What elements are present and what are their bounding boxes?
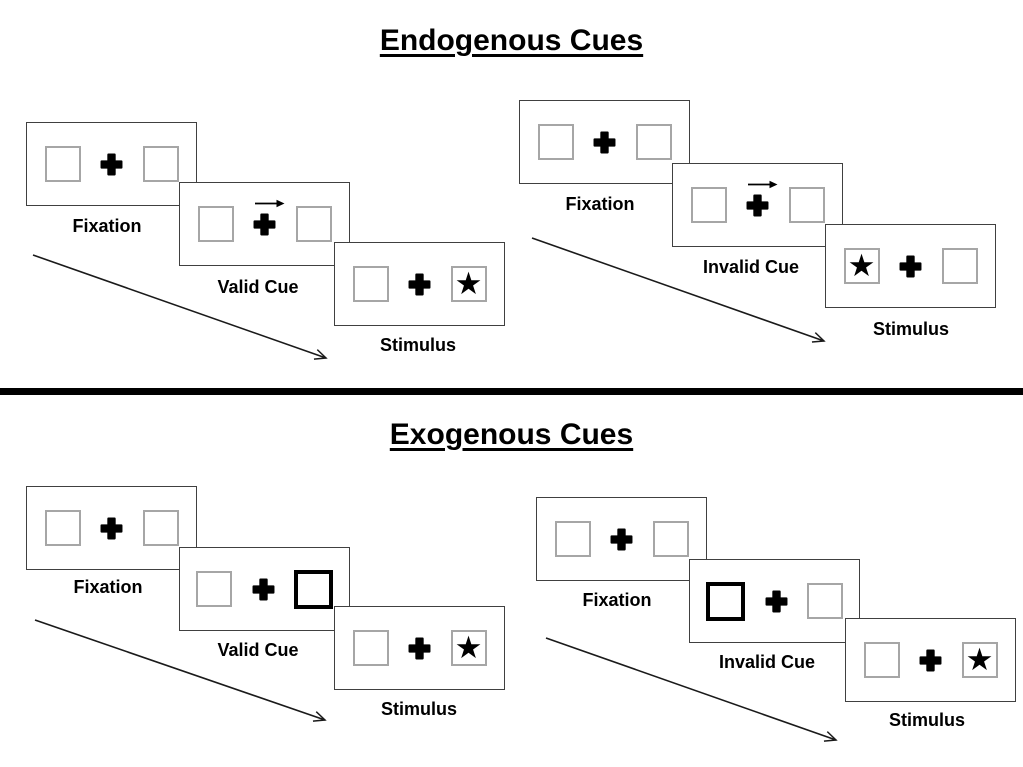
right-box bbox=[142, 510, 179, 546]
fixation-cross-icon bbox=[253, 199, 284, 236]
fixation-cross-icon bbox=[899, 254, 923, 278]
section-divider-line bbox=[0, 388, 1023, 395]
fixation-panel bbox=[26, 486, 197, 570]
exogenous-title-text: Exogenous Cues bbox=[389, 418, 634, 451]
valid-cue-panel bbox=[179, 547, 350, 631]
right-box bbox=[941, 248, 978, 284]
fixation-cross-icon bbox=[408, 636, 432, 660]
right-box bbox=[652, 521, 689, 557]
invalid-cue-label: Invalid Cue bbox=[702, 257, 800, 277]
fixation-cross-icon bbox=[100, 516, 124, 540]
timeline-arrow-endogenous-valid bbox=[32, 254, 328, 360]
fixation-panel bbox=[519, 100, 690, 184]
stimulus-panel: ★ bbox=[845, 618, 1016, 702]
valid-cue-label: Valid Cue bbox=[217, 640, 299, 660]
fixation-cross-icon bbox=[593, 130, 617, 154]
right-box bbox=[142, 146, 179, 182]
left-box bbox=[44, 510, 81, 546]
cue-direction-arrow-icon bbox=[254, 199, 284, 208]
right-box-with-star: ★ bbox=[450, 629, 487, 666]
right-box bbox=[635, 124, 672, 160]
left-box bbox=[352, 630, 389, 666]
right-box-with-star: ★ bbox=[450, 265, 487, 302]
invalid-cue-label: Invalid Cue bbox=[718, 652, 816, 672]
endogenous-title-text: Endogenous Cues bbox=[379, 24, 644, 57]
right-box bbox=[807, 583, 843, 619]
right-box-highlighted-cue bbox=[294, 569, 333, 609]
fixation-cross-icon bbox=[610, 527, 634, 551]
star-stimulus: ★ bbox=[847, 247, 876, 283]
star-stimulus: ★ bbox=[454, 265, 483, 301]
valid-cue-panel bbox=[179, 182, 350, 266]
right-box bbox=[295, 206, 332, 242]
fixation-cross-icon bbox=[919, 648, 943, 672]
exogenous-section-title: Exogenous Cues bbox=[0, 418, 1023, 452]
fixation-cross-icon bbox=[408, 272, 432, 296]
star-stimulus: ★ bbox=[965, 641, 994, 677]
fixation-label: Fixation bbox=[73, 577, 143, 597]
left-box bbox=[196, 571, 232, 607]
stimulus-label: Stimulus bbox=[379, 335, 456, 355]
stimulus-panel: ★ bbox=[334, 242, 505, 326]
fixation-cross-icon bbox=[251, 577, 275, 601]
stimulus-panel: ★ bbox=[334, 606, 505, 690]
left-box bbox=[554, 521, 591, 557]
stimulus-label: Stimulus bbox=[888, 710, 965, 730]
fixation-panel bbox=[536, 497, 707, 581]
left-box-highlighted-cue bbox=[706, 581, 745, 621]
fixation-cross-icon bbox=[746, 180, 777, 217]
fixation-cross-icon bbox=[764, 589, 788, 613]
fixation-label: Fixation bbox=[582, 590, 652, 610]
left-box bbox=[352, 266, 389, 302]
timeline-arrow-endogenous-invalid bbox=[531, 237, 826, 343]
invalid-cue-panel bbox=[672, 163, 843, 247]
valid-cue-label: Valid Cue bbox=[217, 277, 299, 297]
endogenous-section-title: Endogenous Cues bbox=[0, 24, 1023, 58]
stimulus-label: Stimulus bbox=[380, 699, 457, 719]
left-box bbox=[197, 206, 234, 242]
left-box bbox=[863, 642, 900, 678]
fixation-panel bbox=[26, 122, 197, 206]
timeline-arrow-exogenous-valid bbox=[34, 619, 327, 722]
fixation-label: Fixation bbox=[72, 216, 142, 236]
left-box-with-star: ★ bbox=[843, 247, 880, 284]
fixation-cross-icon bbox=[100, 152, 124, 176]
cue-direction-arrow-icon bbox=[747, 180, 777, 189]
fixation-label: Fixation bbox=[565, 194, 635, 214]
right-box-with-star: ★ bbox=[961, 641, 998, 678]
left-box bbox=[537, 124, 574, 160]
left-box bbox=[44, 146, 81, 182]
stimulus-panel: ★ bbox=[825, 224, 996, 308]
left-box bbox=[690, 187, 727, 223]
star-stimulus: ★ bbox=[454, 629, 483, 665]
stimulus-label: Stimulus bbox=[872, 319, 949, 339]
right-box bbox=[788, 187, 825, 223]
invalid-cue-panel bbox=[689, 559, 860, 643]
